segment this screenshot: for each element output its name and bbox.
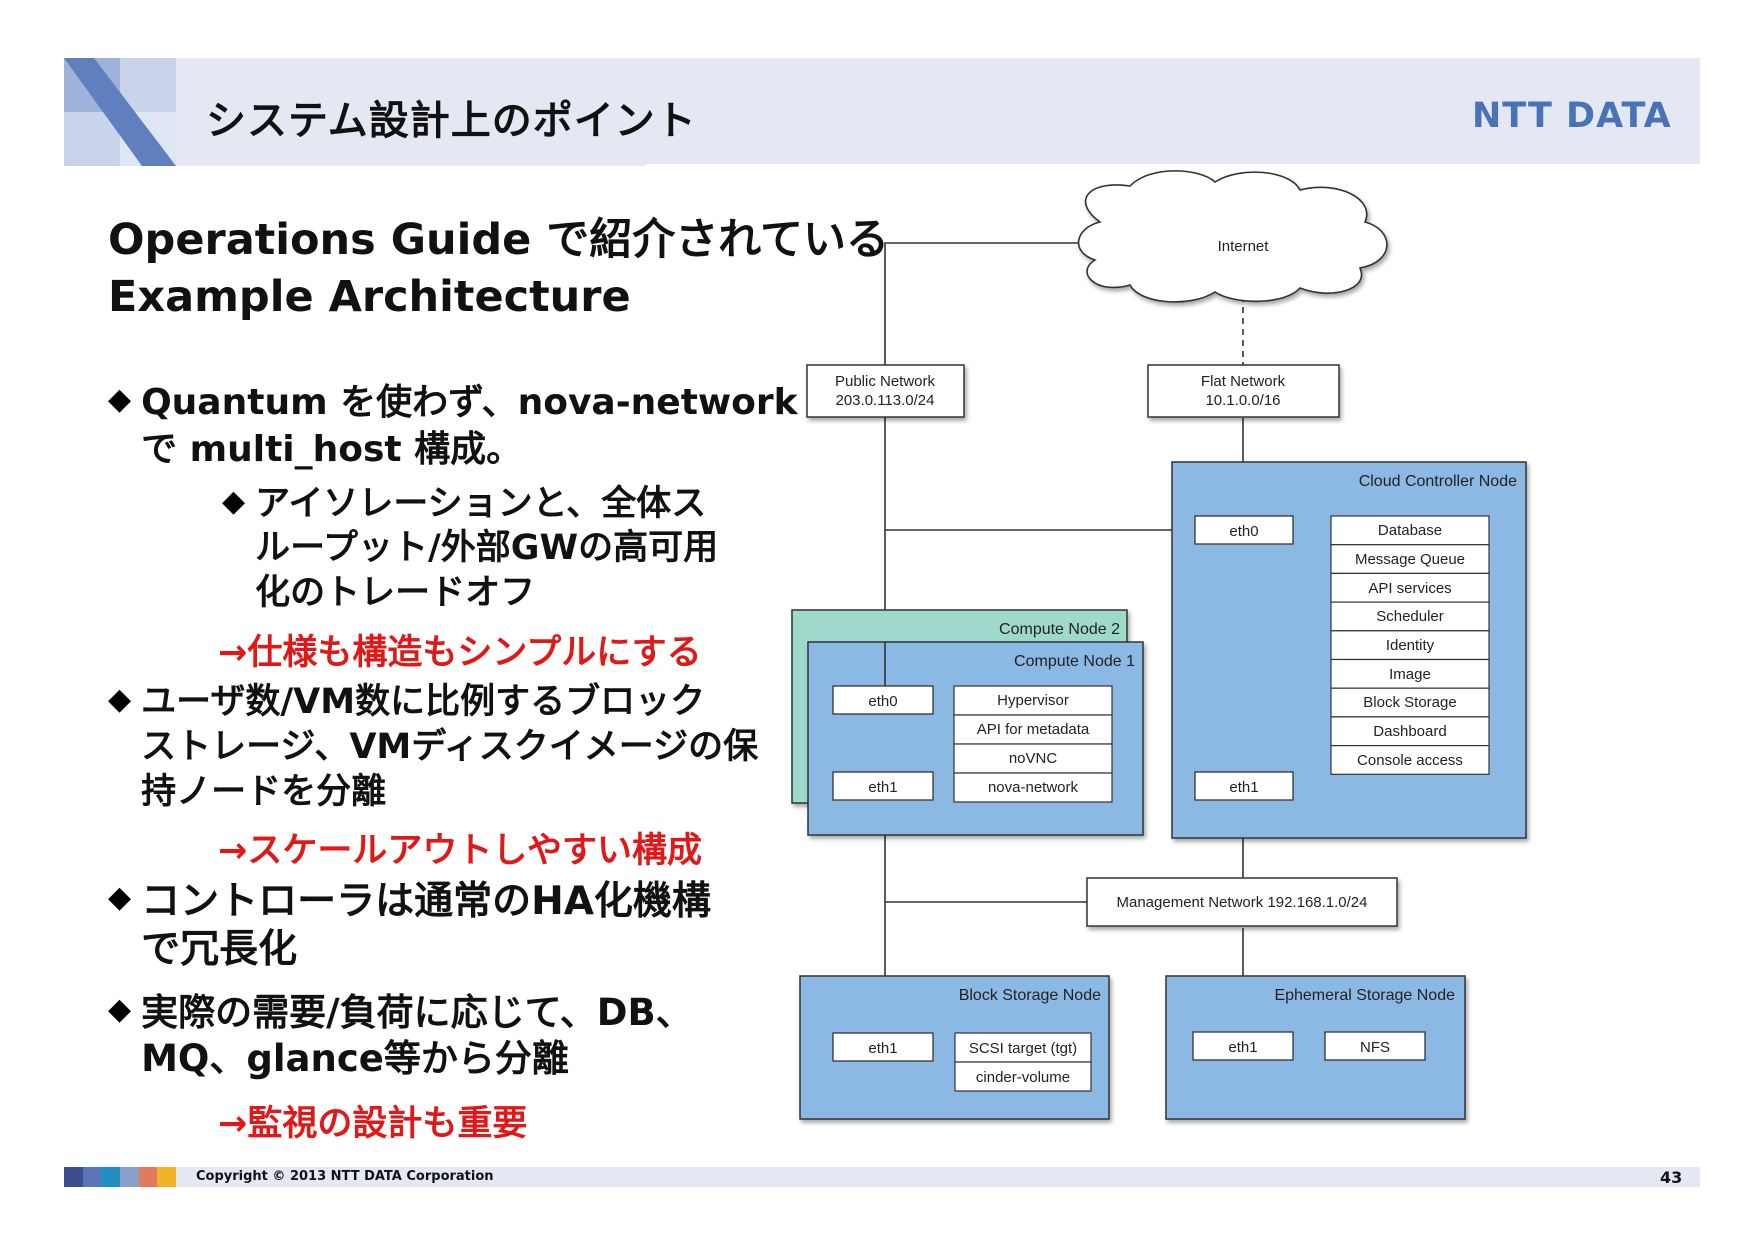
- block-eth1-label: eth1: [868, 1040, 897, 1057]
- bullet-1: ◆ Quantum を使わず、nova-network で multi_host…: [108, 380, 798, 474]
- controller-service-image: Image: [1389, 666, 1431, 683]
- bullet-3-line-2: で冗長化: [141, 926, 298, 972]
- footer-square: [138, 1167, 158, 1187]
- diamond-bullet-icon: ◆: [108, 880, 132, 915]
- flat-network-cidr: 10.1.0.0/16: [1205, 392, 1280, 409]
- bullet-3: ◆ コントローラは通常のHA化機構 で冗長化: [108, 878, 711, 973]
- controller-service-message-queue: Message Queue: [1355, 551, 1465, 568]
- bullet-2-line-2: ストレージ、VMディスクイメージの保: [141, 726, 759, 767]
- diamond-bullet-icon: ◆: [108, 682, 132, 717]
- bullet-2-line-1: ユーザ数/VM数に比例するブロック: [141, 682, 706, 722]
- ephemeral-storage-title: Ephemeral Storage Node: [1274, 987, 1455, 1004]
- bullet-4-line-2: MQ、glance等から分離: [141, 1036, 569, 1080]
- bullet-4: ◆ 実際の需要/負荷に応じて、DB、 MQ、glance等から分離: [108, 990, 693, 1082]
- compute-service-metadata-api: API for metadata: [977, 721, 1090, 738]
- ephemeral-eth1-label: eth1: [1228, 1039, 1257, 1056]
- bullet-1-line-2: で multi_host 構成。: [141, 428, 523, 470]
- controller-service-database: Database: [1378, 522, 1442, 539]
- block-service-scsi-target: [954, 1032, 1092, 1063]
- compute-eth0-label: eth0: [868, 693, 897, 710]
- bullet-2: ◆ ユーザ数/VM数に比例するブロック ストレージ、VMディスクイメージの保 持…: [108, 680, 758, 814]
- conclusion-2: →スケールアウトしやすい構成: [218, 831, 702, 871]
- footer-band: [64, 1167, 1700, 1187]
- internet-cloud: [1077, 170, 1388, 303]
- footer-square: [157, 1167, 177, 1187]
- controller-service-console: Console access: [1357, 752, 1463, 769]
- copyright-text: Copyright © 2013 NTT DATA Corporation: [196, 1169, 494, 1184]
- ephemeral-service-nfs-label: NFS: [1360, 1039, 1390, 1056]
- compute-service-nova-network: nova-network: [988, 779, 1079, 796]
- public-network-box: [806, 364, 965, 418]
- compute-eth0-port: [832, 685, 934, 715]
- diamond-bullet-icon: ◆: [108, 992, 132, 1027]
- compute-eth1-label: eth1: [868, 779, 897, 796]
- sub-bullet-1-line-1: アイソレーションと、全体ス: [255, 484, 707, 524]
- diamond-bullet-icon: ◆: [222, 484, 246, 519]
- controller-eth1-port: [1194, 771, 1294, 801]
- compute-node-1-title: Compute Node 1: [1014, 653, 1135, 670]
- footer-square: [82, 1167, 102, 1187]
- management-network-label: Management Network 192.168.1.0/24: [1117, 894, 1368, 911]
- compute-node-2-title: Compute Node 2: [999, 621, 1120, 638]
- sub-bullet-1-line-3: 化のトレードオフ: [255, 572, 536, 613]
- footer-color-squares: [64, 1167, 177, 1187]
- header-divider: [646, 164, 1700, 167]
- diamond-bullet-icon: ◆: [108, 382, 132, 417]
- section-heading-line2: Example Architecture: [108, 272, 631, 322]
- bullet-3-line-1: コントローラは通常のHA化機構: [141, 879, 711, 924]
- block-service-cinder-label: cinder-volume: [976, 1069, 1070, 1086]
- controller-eth0-port: [1194, 515, 1294, 545]
- compute-services-stack: Hypervisor API for metadata noVNC nova-n…: [953, 685, 1113, 803]
- compute-service-hypervisor: Hypervisor: [997, 692, 1069, 709]
- ntt-data-logo: NTT DATA: [1472, 96, 1672, 136]
- block-service-scsi-label: SCSI target (tgt): [969, 1040, 1077, 1057]
- ephemeral-service-nfs: [1324, 1031, 1426, 1061]
- internet-label: Internet: [1218, 238, 1270, 255]
- page-title: システム設計上のポイント: [206, 98, 697, 144]
- conclusion-1: →仕様も構造もシンプルにする: [218, 633, 702, 673]
- controller-service-api: API services: [1368, 580, 1451, 597]
- footer-square: [120, 1167, 139, 1187]
- public-network-cidr: 203.0.113.0/24: [836, 392, 935, 409]
- sub-bullet-1-line-2: ループット/外部GWの高可用: [255, 528, 719, 569]
- public-network-name: Public Network: [835, 373, 936, 390]
- controller-eth0-label: eth0: [1229, 523, 1258, 540]
- bullet-4-line-1: 実際の需要/負荷に応じて、DB、: [141, 991, 693, 1034]
- controller-service-scheduler: Scheduler: [1376, 608, 1444, 625]
- header-decoration: [64, 58, 176, 166]
- controller-service-identity: Identity: [1386, 637, 1435, 654]
- header-band: [64, 58, 1700, 166]
- internet-to-public-line: [884, 242, 1085, 418]
- controller-eth1-label: eth1: [1229, 779, 1258, 796]
- footer-square: [101, 1167, 121, 1187]
- ephemeral-eth1-port: [1192, 1031, 1294, 1061]
- controller-services-stack: Database Message Queue API services Sche…: [1330, 515, 1490, 775]
- conclusion-4: →監視の設計も重要: [218, 1104, 528, 1144]
- controller-service-dashboard: Dashboard: [1373, 723, 1446, 740]
- section-heading: Operations Guide で紹介されている: [108, 215, 890, 265]
- block-service-cinder-volume: [954, 1061, 1092, 1092]
- flat-network-name: Flat Network: [1201, 373, 1286, 390]
- compute-eth1-port: [832, 771, 934, 801]
- cloud-controller-title: Cloud Controller Node: [1359, 473, 1517, 490]
- block-storage-title: Block Storage Node: [959, 987, 1101, 1004]
- page-number: 43: [1660, 1168, 1683, 1187]
- compute-service-novnc: noVNC: [1009, 750, 1058, 767]
- footer-square: [64, 1167, 83, 1187]
- bullet-1-line-1: Quantum を使わず、nova-network: [141, 382, 798, 423]
- block-eth1-port: [832, 1032, 934, 1062]
- bullet-2-line-3: 持ノードを分離: [141, 771, 387, 812]
- controller-service-block-storage: Block Storage: [1363, 694, 1456, 711]
- sub-bullet-1: ◆ アイソレーションと、全体ス ループット/外部GWの高可用 化のトレードオフ: [222, 482, 718, 615]
- flat-network-box: [1147, 364, 1340, 418]
- management-network-box: [1086, 877, 1398, 927]
